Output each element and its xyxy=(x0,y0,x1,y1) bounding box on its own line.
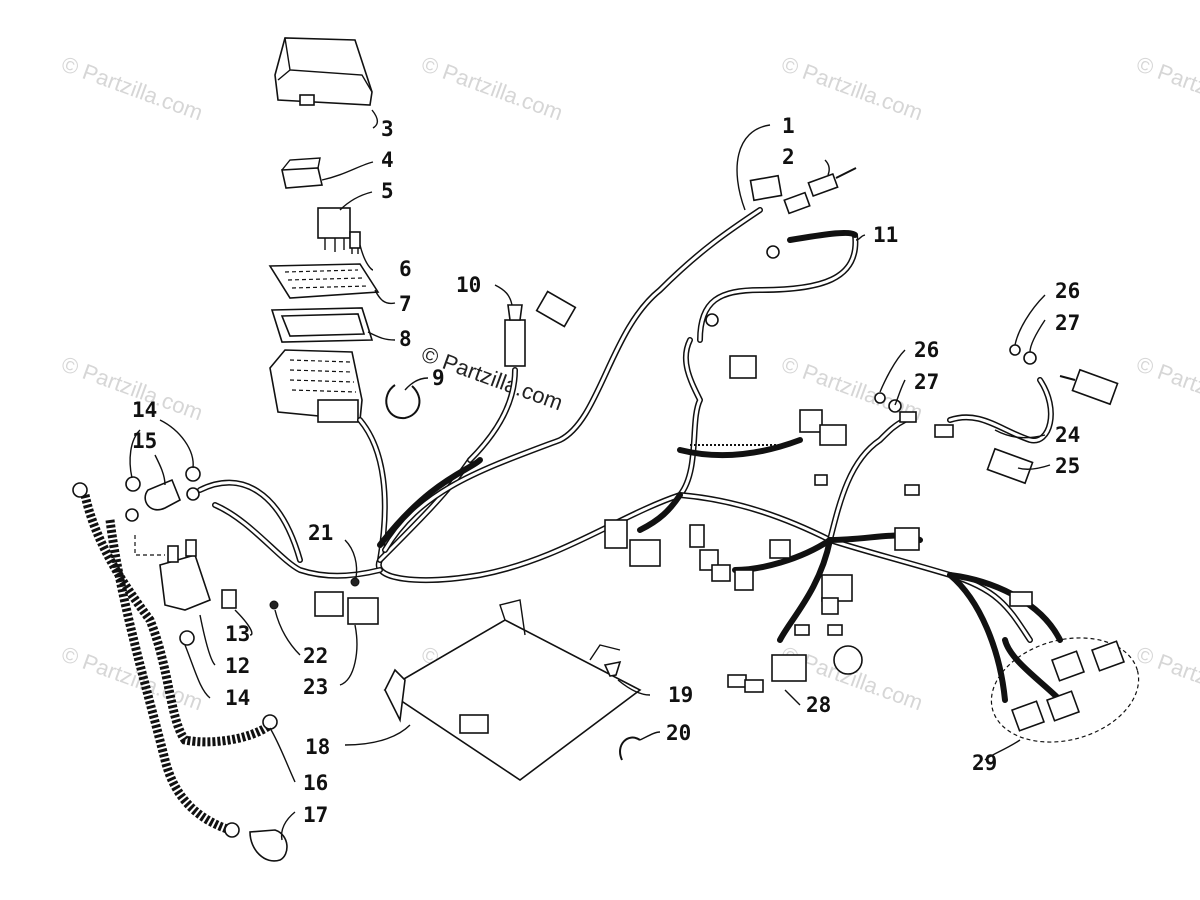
callout-9: 9 xyxy=(432,366,445,390)
callout-27-left: 27 xyxy=(914,370,939,394)
callout-27-right: 27 xyxy=(1055,311,1080,335)
callout-15: 15 xyxy=(132,429,157,453)
callout-11: 11 xyxy=(873,223,898,247)
callout-10: 10 xyxy=(456,273,481,297)
callout-14-bottom: 14 xyxy=(225,686,250,710)
screw-part-13 xyxy=(221,589,237,609)
watermark: © Partzilla.com xyxy=(58,641,206,715)
nut-part-14 xyxy=(125,466,201,646)
battery-cable-part-17 xyxy=(105,519,240,838)
relay-part-4 xyxy=(281,157,323,189)
harness-connector-upper xyxy=(535,290,577,328)
seal-gasket-part-8 xyxy=(270,307,374,343)
washer-parts-26-27 xyxy=(874,344,1037,438)
sensor-part-10 xyxy=(504,304,526,367)
callout-5: 5 xyxy=(381,179,394,203)
sensor-part-24 xyxy=(1059,368,1119,406)
callout-13: 13 xyxy=(225,622,250,646)
callout-16: 16 xyxy=(303,771,328,795)
watermark: © Partzilla.com xyxy=(1133,641,1200,715)
watermark: © Partzilla.com xyxy=(418,51,566,125)
clip-part-20 xyxy=(619,736,641,761)
callout-25: 25 xyxy=(1055,454,1080,478)
callout-29: 29 xyxy=(972,751,997,775)
callout-19: 19 xyxy=(668,683,693,707)
callout-8: 8 xyxy=(399,327,412,351)
watermark: © Partzilla.com xyxy=(58,51,206,125)
callout-labels: 1 2 3 4 5 6 7 8 9 10 11 12 13 14 14 15 1… xyxy=(132,114,1080,827)
ground-strap-part-11 xyxy=(705,245,780,327)
clip-ring-part-9 xyxy=(385,384,421,420)
harness-connectors-center xyxy=(604,355,920,615)
callout-1: 1 xyxy=(782,114,795,138)
main-wiring-harness xyxy=(197,207,1063,703)
callout-20: 20 xyxy=(666,721,691,745)
mounting-plate-part-18 xyxy=(383,599,642,781)
callout-26-left: 26 xyxy=(914,338,939,362)
callout-24: 24 xyxy=(1055,423,1080,447)
sensor-part-25 xyxy=(986,447,1034,485)
callout-21: 21 xyxy=(308,521,333,545)
callout-6: 6 xyxy=(399,257,412,281)
watermark: © Partzilla.com xyxy=(1133,351,1200,425)
fuse-box-base xyxy=(269,349,363,423)
boot-part-15 xyxy=(144,478,182,511)
leader-lines xyxy=(129,109,1051,841)
callout-4: 4 xyxy=(381,148,394,172)
callout-2: 2 xyxy=(782,145,795,169)
callout-22: 22 xyxy=(303,644,328,668)
connector-part-28 xyxy=(727,624,863,693)
fuse-part-6 xyxy=(349,231,361,254)
callout-18: 18 xyxy=(305,735,330,759)
connector-part-1 xyxy=(749,174,811,215)
callout-14-top: 14 xyxy=(132,398,157,422)
callout-23: 23 xyxy=(303,675,328,699)
connector-group-part-29 xyxy=(990,591,1140,743)
connector-part-2 xyxy=(807,167,857,198)
relay-parts-22-23 xyxy=(269,577,379,625)
screw-part-19 xyxy=(603,660,622,677)
watermark-layer: © Partzilla.com © Partzilla.com © Partzi… xyxy=(58,51,1200,715)
callout-3: 3 xyxy=(381,117,394,141)
relay-box-cover-part-3 xyxy=(274,37,373,106)
watermark: © Partzilla.com xyxy=(778,51,926,125)
callout-7: 7 xyxy=(399,292,412,316)
callout-12: 12 xyxy=(225,654,250,678)
fuse-panel-part-7 xyxy=(268,263,380,299)
callout-17: 17 xyxy=(303,803,328,827)
solenoid-part-12 xyxy=(134,535,211,611)
relay-part-5 xyxy=(317,207,351,252)
watermark: © Partzilla.com xyxy=(1133,51,1200,125)
callout-26-right: 26 xyxy=(1055,279,1080,303)
callout-28: 28 xyxy=(806,693,831,717)
